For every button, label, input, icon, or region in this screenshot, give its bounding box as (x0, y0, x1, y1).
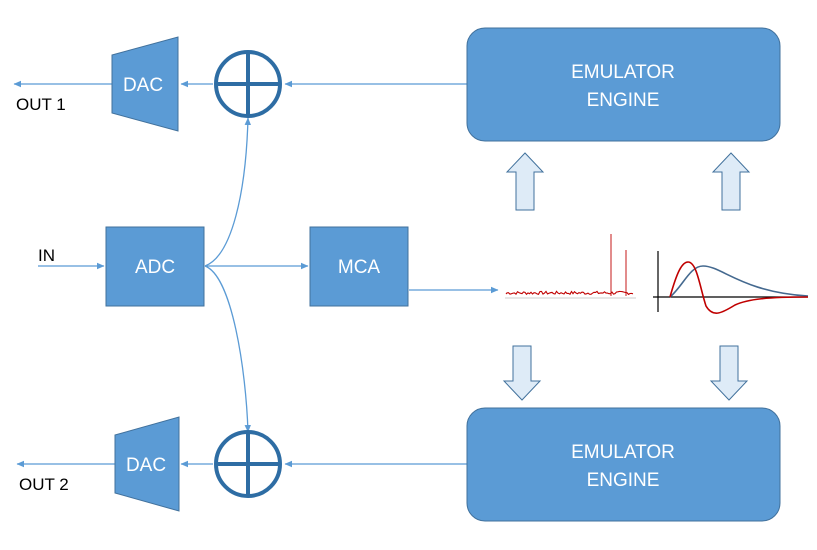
emulator-engine-bottom-label-line1: EMULATOR (571, 442, 675, 463)
down-arrow-right (709, 345, 749, 401)
mca-label: MCA (338, 257, 381, 278)
up-arrow-right (711, 152, 751, 211)
hollow-arrows (502, 152, 751, 401)
adc-block: ADC (105, 226, 205, 307)
spectrum-plot-icon (505, 234, 636, 299)
dac-top-label: DAC (123, 75, 163, 96)
emulator-engine-bottom: EMULATOR ENGINE (466, 407, 781, 522)
dac-bottom: DAC (114, 416, 180, 512)
up-arrow-left (505, 152, 545, 211)
wires (13, 80, 499, 468)
dac-top: DAC (111, 36, 179, 132)
emulator-engine-top-label-line1: EMULATOR (571, 62, 675, 83)
emulator-engine-top-label-line2: ENGINE (587, 90, 660, 111)
emulator-engine-top: EMULATOR ENGINE (466, 27, 781, 142)
adc-label: ADC (135, 257, 175, 278)
summer-top (214, 50, 282, 118)
wire-adc-to-summer-bottom (204, 265, 251, 433)
wire-adc-to-summer-top (204, 117, 252, 267)
pulse-shape-icon (653, 251, 809, 314)
input-label: IN (38, 246, 55, 265)
summer-bottom (214, 430, 282, 498)
mca-block: MCA (309, 226, 409, 307)
out2-label: OUT 2 (19, 475, 69, 494)
down-arrow-left (502, 345, 542, 401)
emulator-engine-bottom-label-line2: ENGINE (587, 470, 660, 491)
out1-label: OUT 1 (16, 95, 66, 114)
dac-bottom-label: DAC (126, 455, 166, 476)
